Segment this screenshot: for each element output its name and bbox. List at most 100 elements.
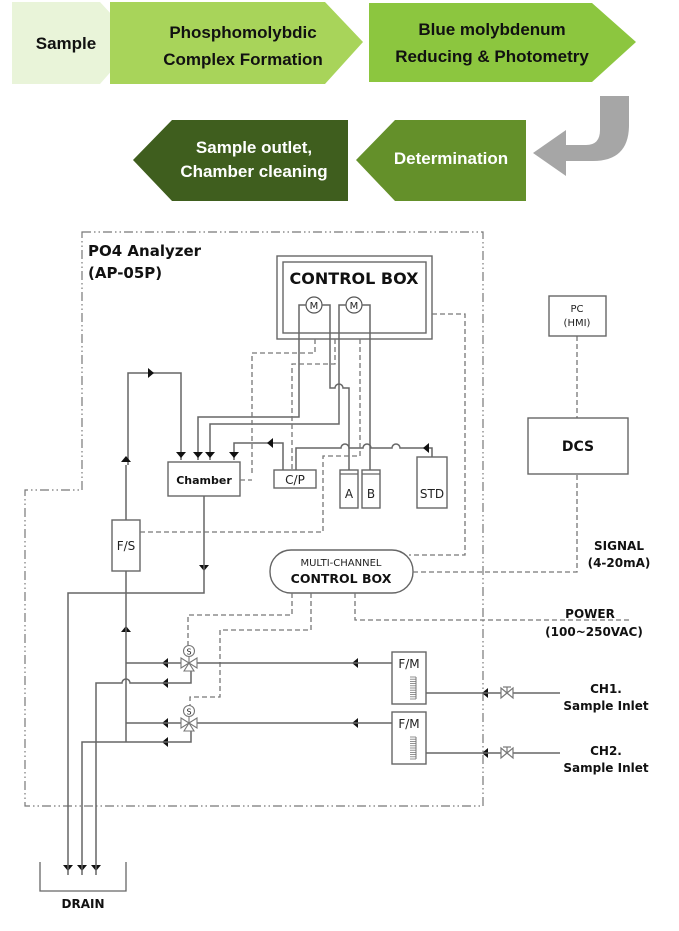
flow-step-complex-formation xyxy=(110,2,363,84)
signal-label-2: (4-20mA) xyxy=(588,556,651,570)
flow-meter-2: F/M xyxy=(391,711,427,765)
hand-valve-2-icon xyxy=(500,746,514,760)
ch2-label-1: CH2. xyxy=(590,744,622,758)
dash-mc-valve2 xyxy=(189,593,312,706)
analyzer-model: (AP-05P) xyxy=(88,264,162,282)
cp-label: C/P xyxy=(285,473,305,487)
flow-arrowhead-icon xyxy=(423,443,429,453)
multi-channel-label-2: CONTROL BOX xyxy=(291,571,392,586)
fm2-label: F/M xyxy=(398,717,419,731)
flow-switch: F/S xyxy=(111,519,141,572)
pc-label-1: PC xyxy=(570,304,583,315)
chamber-label: Chamber xyxy=(176,474,232,487)
pipe-ch2-drain xyxy=(81,730,192,875)
fm2-scale-icon xyxy=(410,736,417,760)
motor-1-label: M xyxy=(310,301,319,312)
drain-label: DRAIN xyxy=(62,897,105,911)
flow-arrowhead-icon xyxy=(176,452,186,458)
pipe-motor2-chamber-b xyxy=(209,304,346,460)
control-box: CONTROL BOX M M xyxy=(276,255,433,340)
solenoid-icon xyxy=(182,644,196,658)
flow-arrowhead-icon xyxy=(148,368,154,378)
reagent-b-bottle xyxy=(361,469,381,509)
signal-lines xyxy=(140,313,630,706)
flow-arrowhead-icon xyxy=(267,438,273,448)
std-bottle xyxy=(416,456,448,509)
flow-arrowhead-icon xyxy=(205,452,215,458)
power-label-2: (100~250VAC) xyxy=(545,625,643,639)
sample-channel-2 xyxy=(81,722,560,875)
pipe-ch1-drain xyxy=(95,670,192,875)
signal-label-1: SIGNAL xyxy=(594,539,644,553)
hand-valve-1-icon xyxy=(500,686,514,700)
flow-step-outlet-cleaning xyxy=(133,120,348,201)
fm2-box xyxy=(391,711,427,765)
multi-channel-control-box: MULTI-CHANNEL CONTROL BOX xyxy=(269,549,414,594)
flow-step-reducing-photometry-shape xyxy=(369,3,636,82)
fs-label: F/S xyxy=(117,539,136,553)
cp-pump: C/P xyxy=(273,469,317,489)
flow-step-reducing-label-1: Blue molybdenum xyxy=(418,20,565,39)
reagent-a: A xyxy=(339,469,359,509)
dash-control-fs xyxy=(140,339,361,533)
flow-step-reducing-label-2: Reducing & Photometry xyxy=(395,47,589,66)
power-label-1: POWER xyxy=(565,607,615,621)
analyzer-border xyxy=(24,231,484,807)
dash-mc-valve1 xyxy=(187,593,293,648)
flow-meter-1: F/M xyxy=(391,651,427,705)
reagent-a-bottle xyxy=(339,469,359,509)
drain: DRAIN xyxy=(39,862,127,911)
ch1-label-1: CH1. xyxy=(590,682,622,696)
flow-arrowhead-icon xyxy=(229,452,239,458)
ch1-label-2: Sample Inlet xyxy=(563,699,649,713)
cp-box xyxy=(273,469,317,489)
solenoid-icon xyxy=(182,704,196,718)
dash-control-cp xyxy=(291,339,336,470)
chamber: Chamber xyxy=(167,461,241,497)
pipe-motor1-reagent-a xyxy=(322,304,350,480)
pc-label-2: (HMI) xyxy=(564,318,591,329)
flow-arrowhead-icon xyxy=(193,452,203,458)
flow-arrowhead-icon xyxy=(121,456,131,462)
solenoid-label: S xyxy=(186,648,191,657)
reagent-b-label: B xyxy=(367,487,375,501)
fm1-scale-icon xyxy=(410,676,417,700)
dcs: DCS xyxy=(527,417,629,475)
flow-step-determination xyxy=(356,120,526,201)
dcs-label: DCS xyxy=(562,439,594,455)
ch2-label-2: Sample Inlet xyxy=(563,761,649,775)
pipe-motor1-chamber-a xyxy=(197,304,306,460)
flow-step-outlet-label-1: Sample outlet, xyxy=(196,138,312,157)
dcs-box xyxy=(527,417,629,475)
fs-box xyxy=(111,519,141,572)
pipe-chamber-drain xyxy=(67,496,205,875)
dash-control-multichannel xyxy=(409,313,466,556)
pump-lines xyxy=(197,304,371,480)
fm1-label: F/M xyxy=(398,657,419,671)
dash-control-chamber xyxy=(251,339,316,476)
flow-step-complex-label-2: Complex Formation xyxy=(163,50,323,69)
pipe-cp-to-chamber xyxy=(233,442,284,470)
process-flow: Sample Phosphomolybdic Complex Formation… xyxy=(12,2,636,201)
control-box-label: CONTROL BOX xyxy=(290,269,420,288)
flow-step-complex-label-1: Phosphomolybdic xyxy=(169,23,316,42)
pipe-fs-to-chamber xyxy=(127,372,182,465)
pipe-motor2-reagent-b xyxy=(362,304,371,480)
solenoid-label: S xyxy=(186,708,191,717)
dash-power xyxy=(354,593,630,621)
turn-arrow-icon xyxy=(533,96,629,176)
std-label: STD xyxy=(420,487,444,501)
fm1-box xyxy=(391,651,427,705)
analyzer-title: PO4 Analyzer xyxy=(88,242,202,260)
pc-box xyxy=(548,295,607,337)
flow-step-sample xyxy=(12,2,137,84)
solenoid-valve-1: S xyxy=(180,644,198,672)
analyzer-boundary: PO4 Analyzer (AP-05P) xyxy=(24,231,484,807)
pc-hmi: PC (HMI) xyxy=(548,295,607,337)
multi-channel-label-1: MULTI-CHANNEL xyxy=(300,558,381,569)
reagent-b: B xyxy=(361,469,381,509)
three-way-valve-icon xyxy=(180,717,198,732)
solenoid-valve-2: S xyxy=(180,704,198,732)
reagent-a-label: A xyxy=(345,487,354,501)
three-way-valve-icon xyxy=(180,657,198,672)
